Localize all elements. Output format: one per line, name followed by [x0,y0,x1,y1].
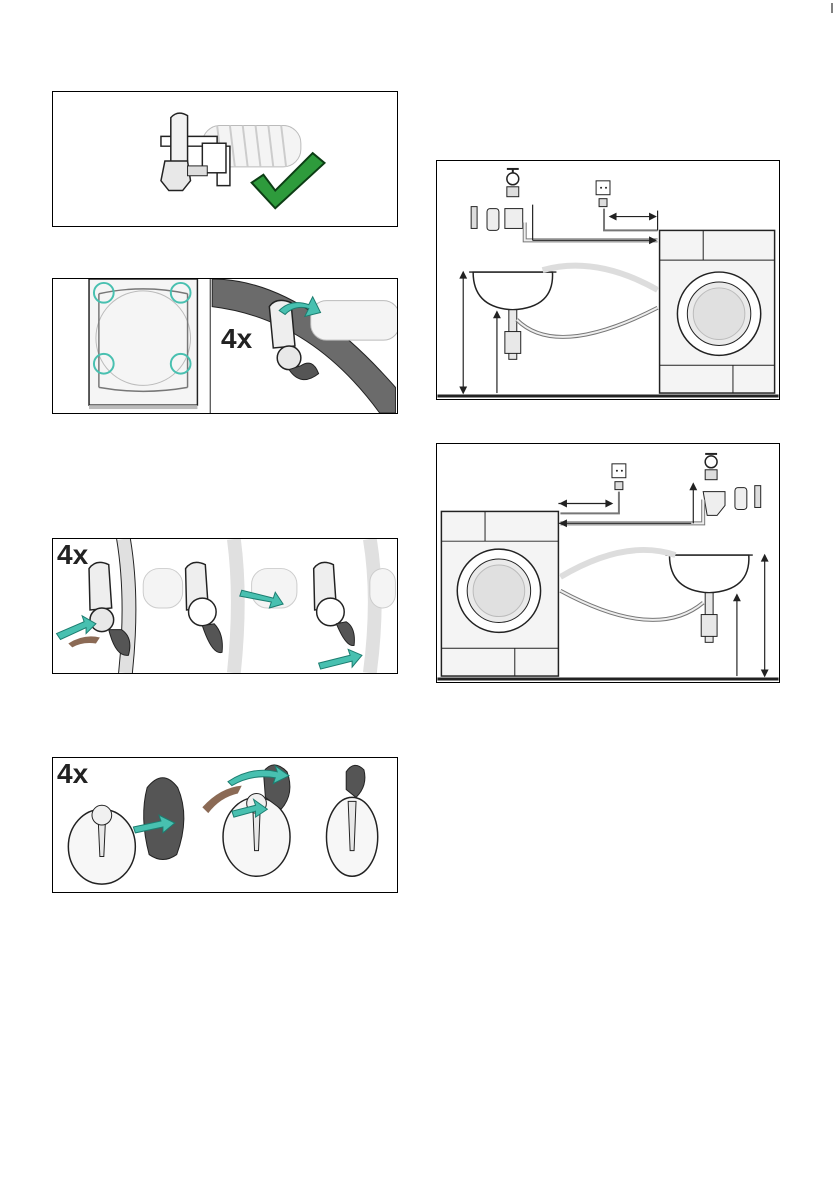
arrow-icon [319,649,362,669]
bolt-icon [161,161,207,191]
washing-machine-icon [660,230,775,393]
sink-icon [469,272,556,359]
socket-icon [612,464,626,490]
tap-icon [471,169,523,230]
cover-cap-icon [326,765,377,876]
washing-machine-icon [441,511,558,676]
repeat-badge: 4x [221,323,252,355]
repeat-badge: 4x [57,758,88,790]
repeat-badge: 4x [57,539,88,571]
tap-icon [703,454,761,515]
figure-installation-machine-right [436,160,780,400]
figure-hose-clamp-removal: 4x [52,278,398,414]
sink-icon [666,555,753,642]
arrow-icon [68,636,100,647]
washing-machine-back [89,279,197,409]
socket-icon [596,181,610,207]
figure-cover-caps: 4x [52,757,398,893]
crop-mark-right [823,0,833,10]
figure-installation-machine-left [436,443,780,683]
figure-bolt-removal-steps: 4x [52,538,398,674]
figure-transport-bolt-ok [52,91,398,227]
cover-cap-icon [68,805,135,884]
